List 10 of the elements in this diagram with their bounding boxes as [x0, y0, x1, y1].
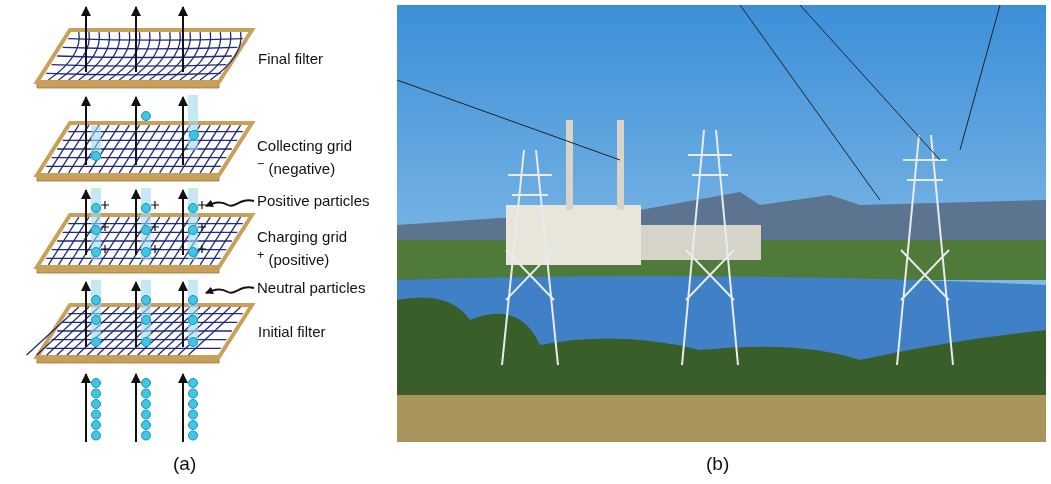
callout-label: Positive particles	[257, 192, 370, 210]
part-label: Final filter	[258, 50, 324, 68]
panel-label: (b)	[706, 455, 730, 473]
panel-label: (a)	[173, 455, 197, 473]
leader-line	[205, 199, 255, 208]
part-label: Charging grid $^{+}$ (positive)	[257, 228, 348, 269]
part-label: Initial filter	[258, 323, 326, 341]
part-label: Collecting grid $^{−}$ (negative)	[257, 137, 353, 178]
leader-line	[205, 286, 255, 295]
callout-label: Neutral particles	[257, 279, 366, 297]
